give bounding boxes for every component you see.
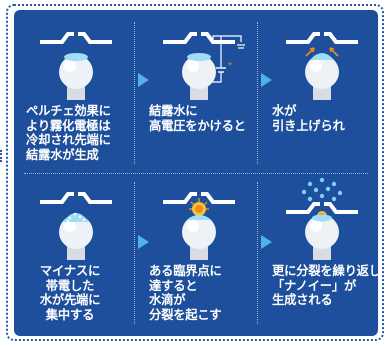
electrode-water-rising-icon: [286, 32, 358, 100]
electrode-high-voltage-icon: +: [163, 32, 245, 100]
step-caption: ペルチェ効果に より霧化電極は 冷却され先端に 結露水が生成: [26, 104, 111, 162]
column-separator: [134, 182, 135, 324]
electrode-charged-water-icon: [40, 192, 112, 260]
step-arrow-icon: [261, 235, 272, 249]
step-1: ペルチェ効果に より霧化電極は 冷却され先端に 結露水が生成: [18, 16, 134, 174]
row-separator: [24, 173, 368, 174]
step-arrow-icon: [138, 73, 149, 87]
step-caption: 水が 引き上げられ: [272, 104, 345, 133]
step-arrow-icon: [261, 73, 272, 87]
svg-text:+: +: [227, 60, 233, 68]
step-4: マイナスに 帯電した 水が先端に 集中する: [18, 176, 134, 334]
column-separator: [257, 22, 258, 164]
step-caption: 更に分裂を繰り返し 「ナノイー」が 生成される: [272, 264, 381, 307]
electrode-icon: [40, 32, 112, 100]
process-panel: ペルチェ効果に より霧化電極は 冷却され先端に 結露水が生成 + 結露水に 高: [14, 10, 381, 336]
step-2: + 結露水に 高電圧をかけると: [141, 16, 257, 174]
step-3: 水が 引き上げられ: [264, 16, 380, 174]
left-edge-dots: [0, 150, 8, 162]
outer-dotted-border: [6, 4, 384, 341]
electrode-splitting-icon: [163, 192, 235, 260]
step-arrow-icon: [138, 235, 149, 249]
column-separator: [257, 182, 258, 324]
column-separator: [134, 22, 135, 164]
step-caption: ある臨界点に 達すると 水滴が 分裂を起こす: [149, 264, 222, 322]
electrode-nanoe-icon: [286, 177, 358, 260]
step-6: 更に分裂を繰り返し 「ナノイー」が 生成される: [264, 176, 381, 334]
step-caption: 結露水に 高電圧をかけると: [149, 104, 246, 133]
step-caption: マイナスに 帯電した 水が先端に 集中する: [39, 264, 101, 322]
step-5: ある臨界点に 達すると 水滴が 分裂を起こす: [141, 176, 257, 334]
